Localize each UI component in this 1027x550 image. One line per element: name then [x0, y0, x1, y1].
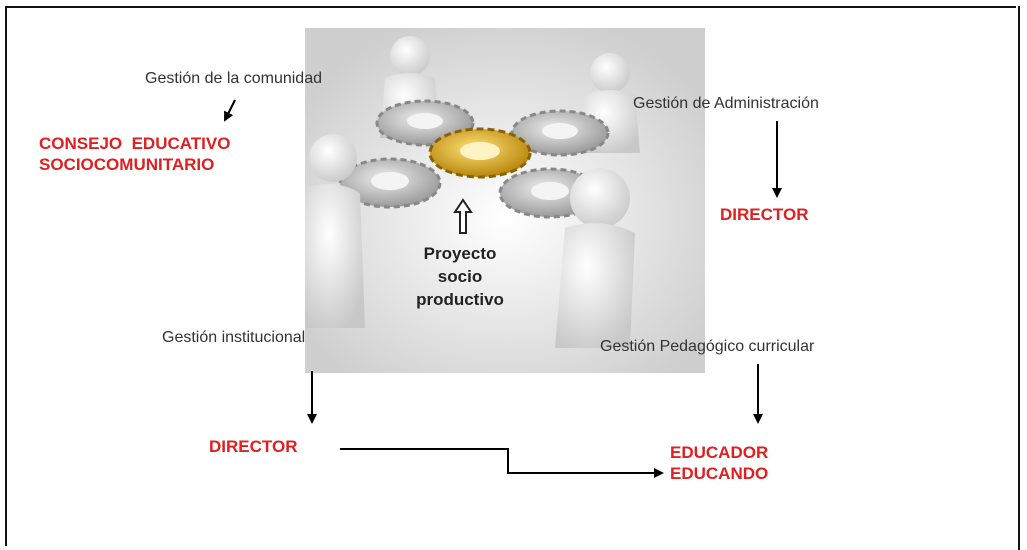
label-gestion-administracion: Gestión de Administración [633, 95, 819, 112]
center-line-1: Proyecto [423, 244, 497, 263]
role-director-admin: DIRECTOR [720, 205, 809, 224]
role-educador-educando: EDUCADOR EDUCANDO [670, 442, 768, 484]
center-project-label: Proyecto socio productivo [395, 242, 525, 311]
role-consejo-educativo: CONSEJO EDUCATIVO SOCIOCOMUNITARIO [39, 133, 230, 175]
diagram-frame [5, 6, 1016, 546]
diagram-frame-edge [1018, 6, 1020, 550]
label-gestion-pedagogico: Gestión Pedagógico curricular [600, 338, 815, 355]
up-arrow-icon [453, 198, 473, 234]
role-educando: EDUCANDO [670, 464, 769, 483]
role-director-institucional: DIRECTOR [209, 437, 298, 456]
center-line-2: socio [437, 267, 483, 286]
figure-front-right [555, 168, 635, 348]
label-gestion-institucional: Gestión institucional [162, 329, 306, 346]
center-line-3: productivo [416, 290, 504, 309]
gear-center-gold [428, 127, 532, 179]
arrow-comunidad-to-consejo [224, 99, 236, 122]
role-consejo-line1: CONSEJO EDUCATIVO [39, 134, 231, 153]
arrow-director-to-educando [340, 448, 664, 478]
role-consejo-line2: SOCIOCOMUNITARIO [39, 155, 215, 174]
figure-front-left [305, 134, 365, 328]
role-educador: EDUCADOR [670, 443, 769, 462]
label-gestion-comunidad: Gestión de la comunidad [145, 70, 322, 87]
gears-teamwork-illustration [305, 28, 705, 373]
gear-left [338, 157, 442, 209]
